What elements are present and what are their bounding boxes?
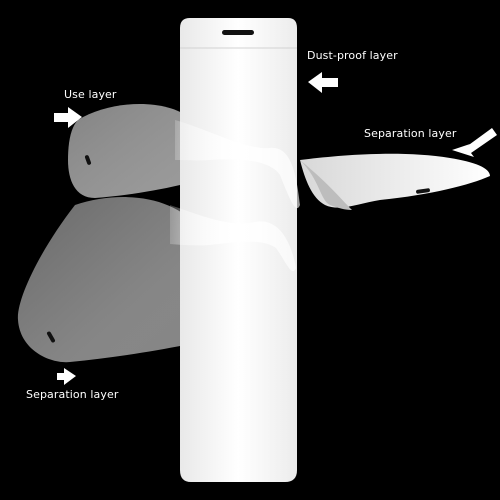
- separation-layer-label-right: Separation layer: [364, 127, 457, 140]
- arrow-right-icon: [57, 368, 76, 385]
- separation-curl-lower: [170, 205, 296, 272]
- separation-film-large: [17, 197, 204, 363]
- arrow-down-left-icon: [452, 128, 497, 157]
- separation-layer-label-bottom: Separation layer: [26, 388, 119, 401]
- arrow-left-icon: [308, 72, 338, 93]
- arrow-right-icon: [54, 107, 82, 128]
- notch-icon: [84, 155, 92, 165]
- separation-film-right: [300, 153, 490, 208]
- use-layer-label: Use layer: [64, 88, 117, 101]
- notch-icon: [416, 188, 430, 194]
- use-layer-film: [68, 103, 195, 198]
- notch-icon: [47, 331, 55, 343]
- use-layer-curl: [175, 120, 300, 209]
- notch-icon: [222, 30, 254, 35]
- dust-proof-layer-label: Dust-proof layer: [307, 49, 398, 62]
- separation-film-right-shadow: [300, 160, 352, 210]
